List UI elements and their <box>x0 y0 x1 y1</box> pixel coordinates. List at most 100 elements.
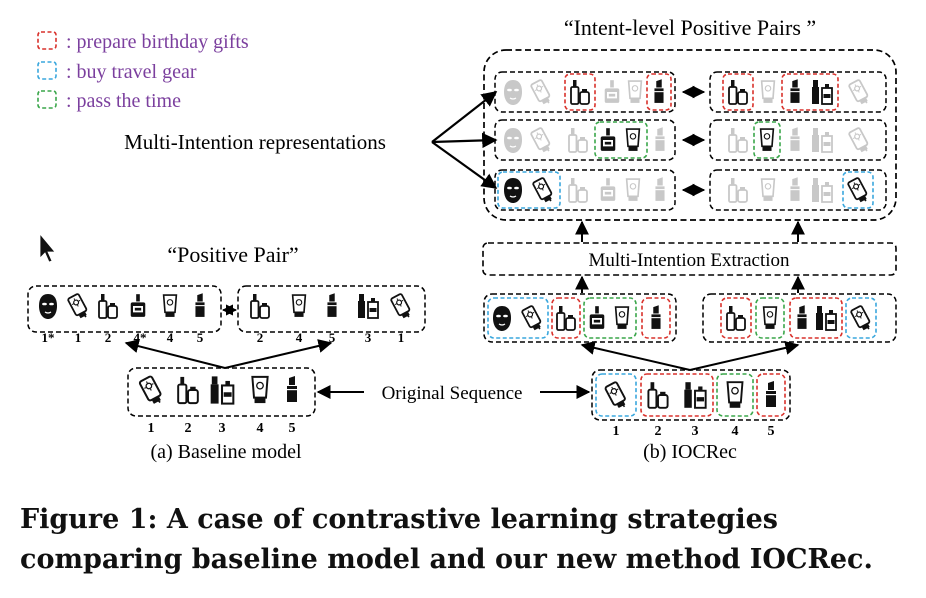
index-label: 3 <box>692 424 699 439</box>
index-label: 1 <box>613 424 620 439</box>
sunscreen-tube-icon <box>138 374 164 407</box>
index-label: 4 <box>296 330 303 345</box>
intent-row-1-pair <box>709 71 887 113</box>
index-label: 4 <box>167 330 174 345</box>
index-label: 2 <box>655 424 662 439</box>
ioc-aug-left <box>483 293 677 343</box>
sunscreen-tube-icon <box>847 176 869 205</box>
baseline-aug-right <box>237 285 426 333</box>
multi-intention-label: Multi-Intention representations <box>124 130 386 154</box>
sunscreen-tube-icon <box>532 176 554 205</box>
sunscreen-tube-icon <box>848 78 870 107</box>
cream-tube-icon <box>625 128 641 152</box>
face-mask-icon <box>492 305 512 332</box>
face-mask-icon <box>503 177 523 204</box>
ioc-aug-right <box>702 293 897 343</box>
lipstick-icon <box>655 127 665 151</box>
cream-tube-icon <box>627 80 643 104</box>
original-sequence-label: Original Sequence <box>382 383 523 404</box>
nail-polish-icon <box>604 80 620 103</box>
sunscreen-tube-icon <box>848 126 870 155</box>
positive-pair-title: “Positive Pair” <box>167 242 298 267</box>
cosmetic-bottles-icon <box>728 127 748 153</box>
face-mask-icon <box>503 127 523 154</box>
legend-swatch-red <box>37 31 57 50</box>
lipstick-icon <box>654 79 664 103</box>
cosmetic-bottles-icon <box>250 293 270 319</box>
cosmetic-bottles-icon <box>728 79 748 105</box>
legend: : prepare birthday gifts : buy travel ge… <box>37 31 249 112</box>
intent-pairs-title: “Intent-level Positive Pairs ” <box>564 15 816 40</box>
cosmetic-bottles-icon <box>568 127 588 153</box>
lipstick-icon <box>790 127 800 151</box>
face-mask-icon <box>503 79 523 106</box>
extraction-box <box>482 242 897 276</box>
perfume-bottle-icon <box>811 79 833 105</box>
index-label: 1* <box>42 330 55 345</box>
perfume-bottle-icon <box>209 375 235 405</box>
sunscreen-tube-icon <box>530 78 552 107</box>
intent-row-3-pair <box>709 169 887 211</box>
lipstick-icon <box>651 305 661 329</box>
index-label: 1 <box>75 330 82 345</box>
cosmetic-bottles-icon <box>728 177 748 203</box>
index-label: 5 <box>197 330 204 345</box>
intent-level-panel <box>483 49 897 221</box>
cosmetic-bottles-icon <box>568 177 588 203</box>
index-label: 5 <box>289 421 296 436</box>
nail-polish-icon <box>130 294 146 317</box>
cosmetic-bottles-icon <box>726 305 746 331</box>
legend-swatch-blue <box>37 61 57 80</box>
lipstick-icon <box>790 79 800 103</box>
cursor-icon <box>39 232 56 263</box>
lipstick-icon <box>287 376 297 402</box>
sunscreen-tube-icon <box>390 292 412 321</box>
sunscreen-tube-icon <box>521 304 543 333</box>
perfume-bottle-icon <box>811 177 833 203</box>
cream-tube-icon <box>760 80 776 104</box>
nail-polish-icon <box>600 128 616 151</box>
cream-tube-icon <box>625 178 641 202</box>
extraction-label: Multi-Intention Extraction <box>588 250 790 271</box>
figure-caption: Figure 1: A case of contrastive learning… <box>20 504 873 575</box>
legend-label-pass-time: : pass the time <box>66 90 181 112</box>
face-mask-icon <box>38 293 58 320</box>
sunscreen-tube-icon <box>603 380 629 411</box>
index-label: 3 <box>219 421 226 436</box>
index-label: 5 <box>329 330 336 345</box>
perfume-bottle-icon <box>811 127 833 153</box>
index-label: 2 <box>257 330 264 345</box>
index-label: 4* <box>134 330 147 345</box>
index-label: 3 <box>365 330 372 345</box>
cream-tube-icon <box>614 306 630 330</box>
ioc-original-sequence <box>591 369 791 421</box>
perfume-bottle-icon <box>815 305 837 331</box>
intent-row-2 <box>494 119 676 161</box>
cosmetic-bottles-icon <box>647 381 669 409</box>
lipstick-icon <box>790 177 800 201</box>
baseline-subfigure-label: (a) Baseline model <box>150 441 301 463</box>
cosmetic-bottles-icon <box>570 79 590 105</box>
index-label: 1 <box>398 330 405 345</box>
perfume-bottle-icon <box>683 381 707 409</box>
cream-tube-icon <box>726 381 744 409</box>
sunscreen-tube-icon <box>850 304 872 333</box>
intent-row-3 <box>494 169 676 211</box>
nail-polish-icon <box>589 306 605 329</box>
legend-label-travel: : buy travel gear <box>66 61 197 83</box>
cosmetic-bottles-icon <box>98 293 118 319</box>
index-label: 1 <box>148 421 155 436</box>
baseline-aug-left <box>27 285 222 333</box>
iocrec-subfigure-label: (b) IOCRec <box>643 441 737 463</box>
lipstick-icon <box>327 293 337 317</box>
sunscreen-tube-icon <box>530 126 552 155</box>
index-label: 2 <box>105 330 112 345</box>
baseline-right-indices: 2 4 5 3 1 <box>257 330 405 345</box>
cosmetic-bottles-icon <box>177 375 199 405</box>
lipstick-icon <box>195 293 205 317</box>
legend-label-birthday: : prepare birthday gifts <box>66 31 249 53</box>
lipstick-icon <box>797 305 807 329</box>
cream-tube-icon <box>762 306 778 330</box>
baseline-original-indices: 1 2 3 4 5 <box>148 421 296 436</box>
